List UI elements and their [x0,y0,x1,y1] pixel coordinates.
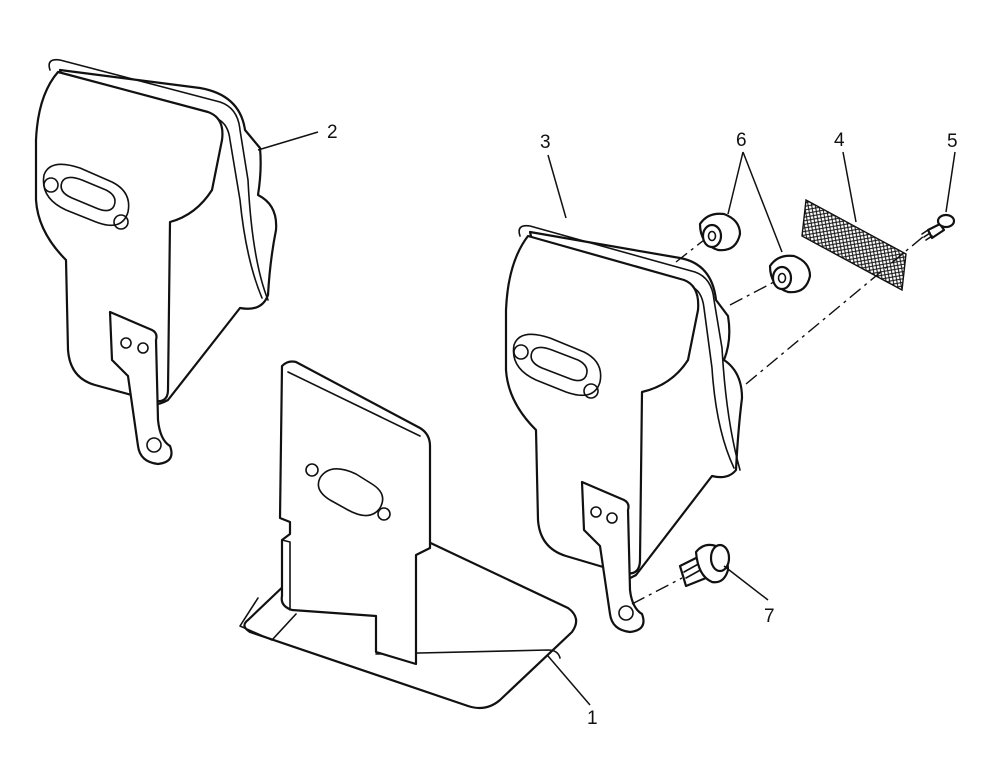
grommet-lower [768,254,812,294]
leader-3 [547,154,567,219]
assembly-center-lines [631,235,925,605]
leader-1 [547,655,591,706]
leader-2 [257,131,319,151]
spark-arrester-screen [801,198,907,292]
leader-7 [723,565,769,601]
callout-6: 6 [736,130,747,151]
leader-5 [945,151,956,213]
callout-7: 7 [764,606,775,627]
screw-small [921,213,956,241]
heat-shield-plate [239,360,578,710]
muffler-right [504,224,744,634]
callout-4: 4 [834,130,845,151]
leader-6 [727,151,783,253]
muffler-left [34,58,278,466]
callout-1: 1 [587,708,598,729]
callout-3: 3 [540,132,551,153]
grommet-upper [698,212,742,252]
bolt [678,543,731,588]
callout-2: 2 [327,122,338,143]
leader-4 [842,151,857,223]
callout-5: 5 [947,131,958,152]
